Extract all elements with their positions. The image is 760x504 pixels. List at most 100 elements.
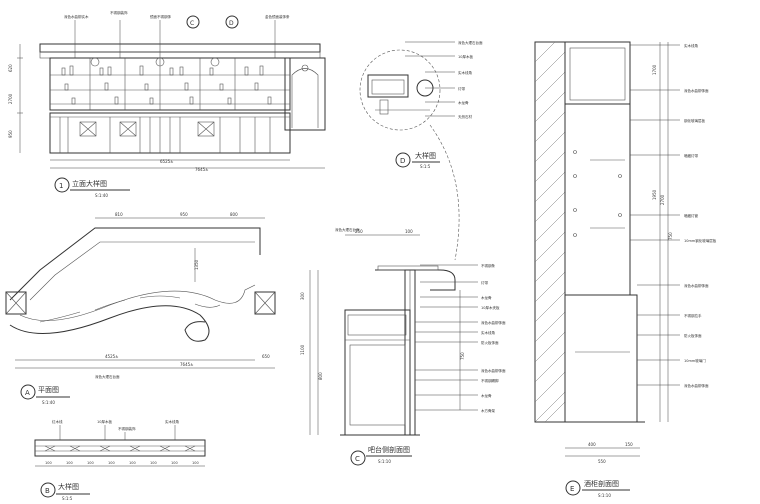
dim-a-top-2: 800 (230, 212, 238, 217)
title-b: 大样图 (58, 482, 79, 491)
dim-a-side: 1350 (194, 259, 199, 270)
dim-e-bottom-b: 150 (625, 442, 633, 447)
callout-e-10: 深色水曲柳饰面 (684, 383, 709, 388)
title-marker-e (565, 480, 581, 496)
bar-section-view: 250 100 深色大理石台面 300 1100 800 750 不锈 (300, 227, 506, 466)
title-marker-a (20, 384, 36, 400)
callout-e-9: 10mm玻璃门 (684, 358, 706, 363)
title-c: 吧台侧剖面图 (368, 445, 410, 454)
callout-c-9: 不锈钢踢脚 (481, 378, 499, 383)
dim-a-bottom-b: 7645± (180, 362, 194, 367)
dim-a-right: 650 (262, 354, 270, 359)
marker-e: E (570, 485, 574, 493)
scale-b: S:1:5 (62, 496, 73, 501)
marker-v1: 1 (59, 182, 63, 190)
callout-d-5: 天然石材 (458, 114, 472, 119)
callout-e-4: 暗藏灯管 (684, 213, 698, 218)
callout-b-2: 不锈钢装饰 (118, 426, 136, 431)
dim-b-3: 100 (108, 461, 115, 465)
dim-a-top-1: 950 (180, 212, 188, 217)
detail-d-view: 深色大理石台面 10厚木板 实木线角 灯带 木龙骨 天然石材 D 大样图 S:1… (359, 40, 483, 261)
dim-e-right-b: 2700 (660, 194, 665, 205)
scale-v1: S:1:40 (95, 193, 108, 198)
dim-c-left-b: 1100 (300, 344, 305, 355)
dim-b-7: 100 (192, 461, 199, 465)
dim-v1-bottom-b: 7645± (195, 167, 209, 172)
callout-b-1: 10厚木板 (97, 419, 112, 424)
scale-e: S:1:10 (598, 493, 611, 498)
callout-c-8: 深色水曲柳饰面 (481, 368, 506, 373)
callout-e-2: 钢化玻璃层板 (684, 118, 705, 123)
callout-c-1: 不锈钢条 (481, 263, 495, 268)
title-a: 平面图 (38, 386, 59, 394)
marker-a: A (25, 389, 30, 397)
callout-e-6: 深色水曲柳饰面 (684, 283, 709, 288)
dim-v1-mid-b: 950 (8, 130, 13, 138)
dim-e-bottom-a: 400 (588, 442, 596, 447)
dim-b-2: 100 (87, 461, 94, 465)
dim-v1-bottom-a: 6525± (160, 159, 174, 164)
title-e: 酒柜剖面图 (584, 479, 619, 488)
dim-v1-mid-a: 2700 (8, 93, 13, 104)
callout-v1-0: 深色水曲柳实木 (64, 14, 89, 19)
dim-c-left-a: 300 (300, 292, 305, 300)
title-marker-b (40, 482, 56, 498)
callout-e-3: 暗藏灯带 (684, 153, 698, 158)
callout-b-0: 红木线 (52, 419, 63, 424)
callout-e-7: 不锈钢拉手 (684, 313, 702, 318)
dim-v1-top: 620 (8, 64, 13, 72)
callout-e-5: 10mm钢化玻璃层板 (684, 238, 717, 243)
elevation-view: 620 2700 950 6525± 7645± 深色水曲柳实木 不锈钢装饰 镜… (8, 10, 326, 198)
dim-a-top-0: 810 (115, 212, 123, 217)
dim-b-0: 100 (45, 461, 52, 465)
dim-e-right-d: 1950 (652, 189, 657, 200)
callout-c-10: 木龙骨 (481, 393, 492, 398)
callout-v1-2: 镜面不锈钢饰 (150, 14, 171, 19)
callout-c-6: 实木线角 (481, 330, 495, 335)
dim-c-left-c: 800 (318, 372, 323, 380)
dim-e-right-c: 750 (668, 232, 673, 240)
dim-c-top-1: 100 (405, 229, 413, 234)
title-marker-d (395, 152, 411, 168)
title-v1: 立面大样图 (72, 179, 107, 188)
marker-v1-d: D (229, 20, 234, 27)
scale-a: S:1:40 (42, 400, 55, 405)
callout-b-3: 实木线角 (165, 419, 179, 424)
callout-c-0: 深色大理石台面 (335, 227, 360, 232)
dim-b-4: 100 (129, 461, 136, 465)
callout-c-5: 深色水曲柳饰面 (481, 320, 506, 325)
callout-d-2: 实木线角 (458, 70, 472, 75)
callout-e-8: 防火板饰面 (684, 333, 702, 338)
dim-a-bottom-a: 4525± (105, 354, 119, 359)
scale-c: S:1:10 (378, 459, 391, 464)
callout-v1-1: 不锈钢装饰 (110, 10, 128, 15)
callout-d-1: 10厚木板 (458, 54, 473, 59)
title-marker-c (350, 450, 366, 466)
callout-c-7: 防火板饰面 (481, 340, 499, 345)
callout-c-3: 木龙骨 (481, 295, 492, 300)
scale-d: S:1:5 (420, 164, 431, 169)
callout-e-0: 实木线角 (684, 43, 698, 48)
dim-e-right-a: 1700 (652, 64, 657, 75)
detail-b-view: 100 100 100 100 100 100 100 100 红木线 10厚木… (34, 419, 206, 501)
marker-b: B (45, 487, 50, 495)
callout-v1-3: 金色镜面装饰条 (265, 14, 290, 19)
callout-c-11: 木方骨架 (481, 408, 495, 413)
dim-b-1: 100 (66, 461, 73, 465)
callout-d-3: 灯带 (458, 86, 466, 91)
dim-c-top-0: 250 (355, 229, 363, 234)
dim-b-5: 100 (150, 461, 157, 465)
callout-c-2: 灯带 (481, 280, 489, 285)
plan-view: 810 950 800 1350 4525± 7645± 650 深色大理石台面… (5, 212, 276, 405)
marker-d: D (400, 157, 405, 165)
title-marker-v1 (54, 177, 70, 193)
callout-a-0: 深色大理石台面 (95, 374, 120, 379)
dim-b-6: 100 (171, 461, 178, 465)
title-d: 大样图 (415, 151, 436, 160)
callout-e-1: 深色水曲柳饰面 (684, 88, 709, 93)
dim-c-mid: 750 (460, 352, 465, 360)
cabinet-section-view: 1700 2700 750 1950 实木线角 深色水曲柳饰面 钢化玻璃层板 暗… (534, 41, 717, 498)
callout-c-4: 10厚木夹板 (481, 305, 500, 310)
callout-d-0: 深色大理石台面 (458, 40, 483, 45)
